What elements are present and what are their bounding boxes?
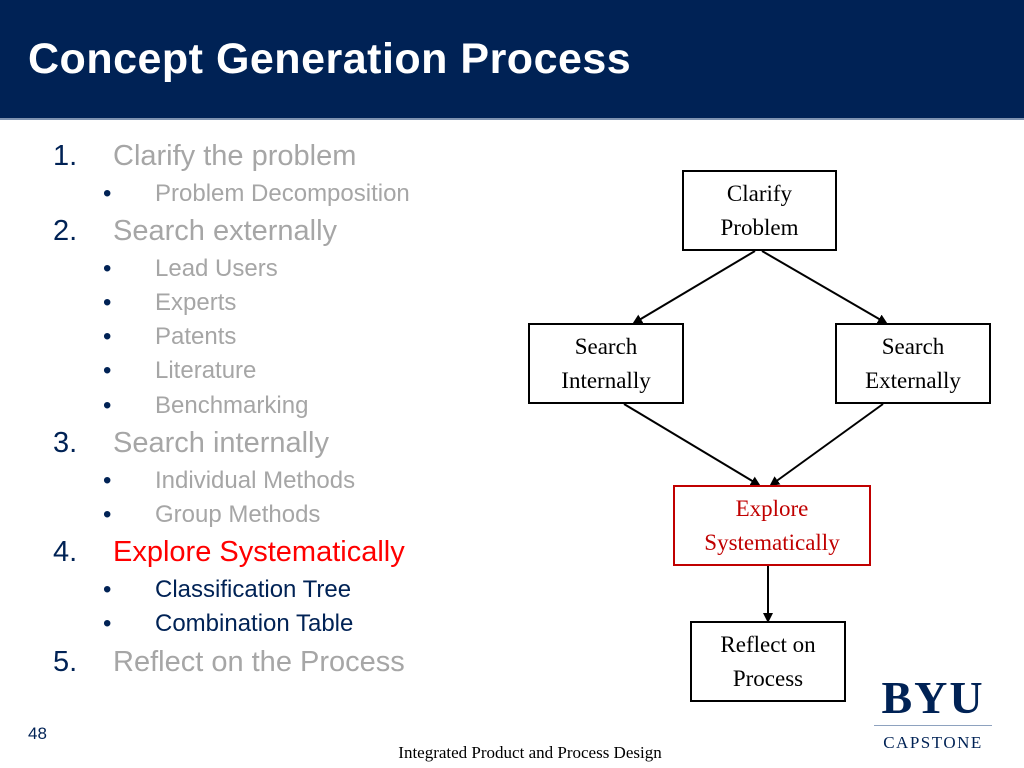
subitem-label: Lead Users bbox=[155, 255, 278, 282]
node-clarify-problem: Clarify Problem bbox=[682, 170, 837, 251]
step-label: Reflect on the Process bbox=[113, 646, 405, 678]
node-line: Systematically bbox=[704, 529, 840, 555]
node-line: Internally bbox=[561, 367, 651, 393]
logo-divider bbox=[874, 725, 992, 726]
page-number: 48 bbox=[28, 724, 47, 743]
subitem-label: Benchmarking bbox=[155, 392, 309, 419]
title-bar: Concept Generation Process bbox=[0, 0, 1024, 120]
node-reflect-on-process: Reflect on Process bbox=[690, 621, 846, 702]
bullet-icon: • bbox=[103, 610, 112, 637]
step-number: 3. bbox=[53, 427, 78, 459]
byu-capstone-logo: BYU CAPSTONE bbox=[868, 672, 998, 756]
node-search-internally: Search Internally bbox=[528, 323, 684, 404]
node-explore-systematically: Explore Systematically bbox=[673, 485, 871, 566]
subitem-label: Literature bbox=[155, 357, 257, 384]
node-line: Search bbox=[574, 333, 638, 359]
node-line: Clarify bbox=[726, 180, 793, 206]
bullet-icon: • bbox=[103, 576, 112, 603]
logo-wordmark: BYU bbox=[881, 672, 985, 723]
subitem-label: Combination Table bbox=[155, 610, 354, 637]
node-line: Externally bbox=[865, 367, 961, 393]
step-number: 4. bbox=[53, 536, 78, 568]
bullet-icon: • bbox=[103, 255, 112, 282]
edge-search-internally-to-explore bbox=[623, 403, 761, 487]
node-line: Reflect on bbox=[720, 631, 816, 657]
step-label: Search internally bbox=[113, 427, 329, 459]
bullet-icon: • bbox=[103, 467, 112, 494]
node-line: Process bbox=[732, 665, 804, 691]
step-number: 5. bbox=[53, 646, 78, 678]
node-search-externally: Search Externally bbox=[835, 323, 991, 404]
edge-search-externally-to-explore bbox=[769, 403, 884, 487]
subitem-label: Group Methods bbox=[155, 501, 321, 528]
slide-title: Concept Generation Process bbox=[28, 35, 632, 83]
step-label: Clarify the problem bbox=[113, 140, 357, 172]
bullet-icon: • bbox=[103, 357, 112, 384]
step-number: 2. bbox=[53, 215, 78, 247]
bullet-icon: • bbox=[103, 323, 112, 350]
step-label: Search externally bbox=[113, 215, 338, 247]
edge-clarify-to-search-internally bbox=[632, 250, 756, 325]
footer-text: Integrated Product and Process Design bbox=[398, 743, 662, 762]
subitem-label: Experts bbox=[155, 289, 237, 316]
bullet-icon: • bbox=[103, 392, 112, 419]
subitem-label: Classification Tree bbox=[155, 576, 352, 603]
subitem-label: Individual Methods bbox=[155, 467, 356, 494]
node-line: Problem bbox=[720, 214, 799, 240]
logo-subtitle: CAPSTONE bbox=[883, 733, 983, 752]
step-label: Explore Systematically bbox=[113, 536, 405, 568]
bullet-icon: • bbox=[103, 180, 112, 207]
step-number: 1. bbox=[53, 140, 78, 172]
edge-clarify-to-search-externally bbox=[761, 250, 888, 325]
bullet-icon: • bbox=[103, 289, 112, 316]
subitem-label: Patents bbox=[155, 323, 237, 350]
node-line: Search bbox=[881, 333, 945, 359]
process-outline: 1. Clarify the problem • Problem Decompo… bbox=[0, 0, 520, 700]
subitem-label: Problem Decomposition bbox=[155, 180, 410, 207]
node-line: Explore bbox=[735, 495, 809, 521]
bullet-icon: • bbox=[103, 501, 112, 528]
